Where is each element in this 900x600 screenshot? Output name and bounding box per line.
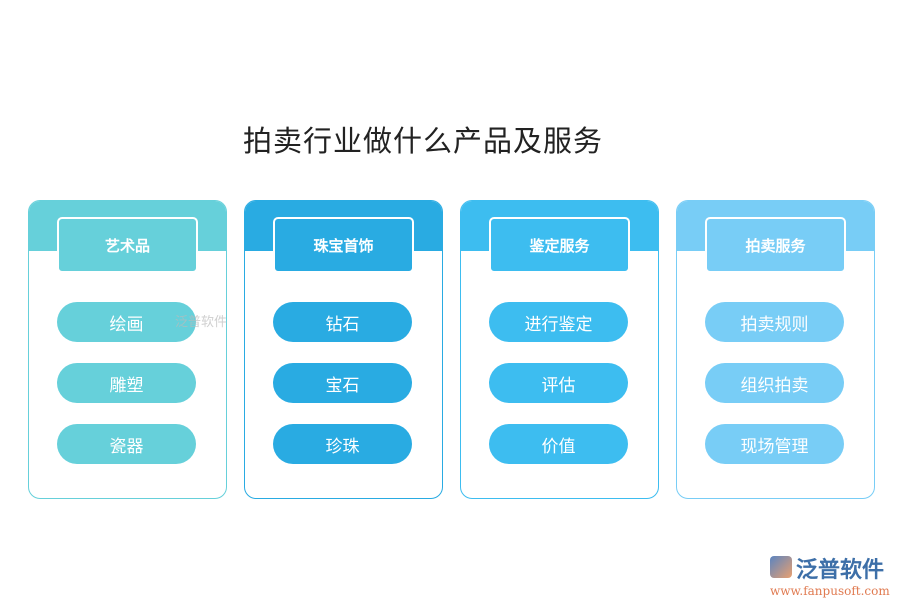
- logo-url: www.fanpusoft.com: [770, 584, 890, 598]
- item-pill: 组织拍卖: [705, 363, 844, 403]
- category-header: 艺术品: [57, 217, 198, 273]
- page-title: 拍卖行业做什么产品及服务: [243, 124, 604, 158]
- item-pill: 雕塑: [57, 363, 196, 403]
- item-pill: 现场管理: [705, 424, 844, 464]
- category-card: 拍卖服务拍卖规则组织拍卖现场管理: [676, 200, 875, 499]
- item-pill: 瓷器: [57, 424, 196, 464]
- logo-name: 泛普软件: [796, 558, 885, 583]
- item-pill: 钻石: [273, 302, 412, 342]
- item-pill: 拍卖规则: [705, 302, 844, 342]
- category-header: 拍卖服务: [705, 217, 846, 273]
- watermark: 泛普软件: [175, 315, 228, 330]
- item-pill: 绘画: [57, 302, 196, 342]
- category-card: 艺术品绘画雕塑瓷器: [28, 200, 227, 499]
- item-pill: 评估: [489, 363, 628, 403]
- item-pill: 珍珠: [273, 424, 412, 464]
- category-header: 鉴定服务: [489, 217, 630, 273]
- item-pill: 进行鉴定: [489, 302, 628, 342]
- category-card: 珠宝首饰钻石宝石珍珠: [244, 200, 443, 499]
- item-pill: 价值: [489, 424, 628, 464]
- logo: 泛普软件 www.fanpusoft.com: [770, 552, 890, 598]
- item-pill: 宝石: [273, 363, 412, 403]
- logo-icon: [770, 556, 792, 578]
- category-header: 珠宝首饰: [273, 217, 414, 273]
- category-card: 鉴定服务进行鉴定评估价值: [460, 200, 659, 499]
